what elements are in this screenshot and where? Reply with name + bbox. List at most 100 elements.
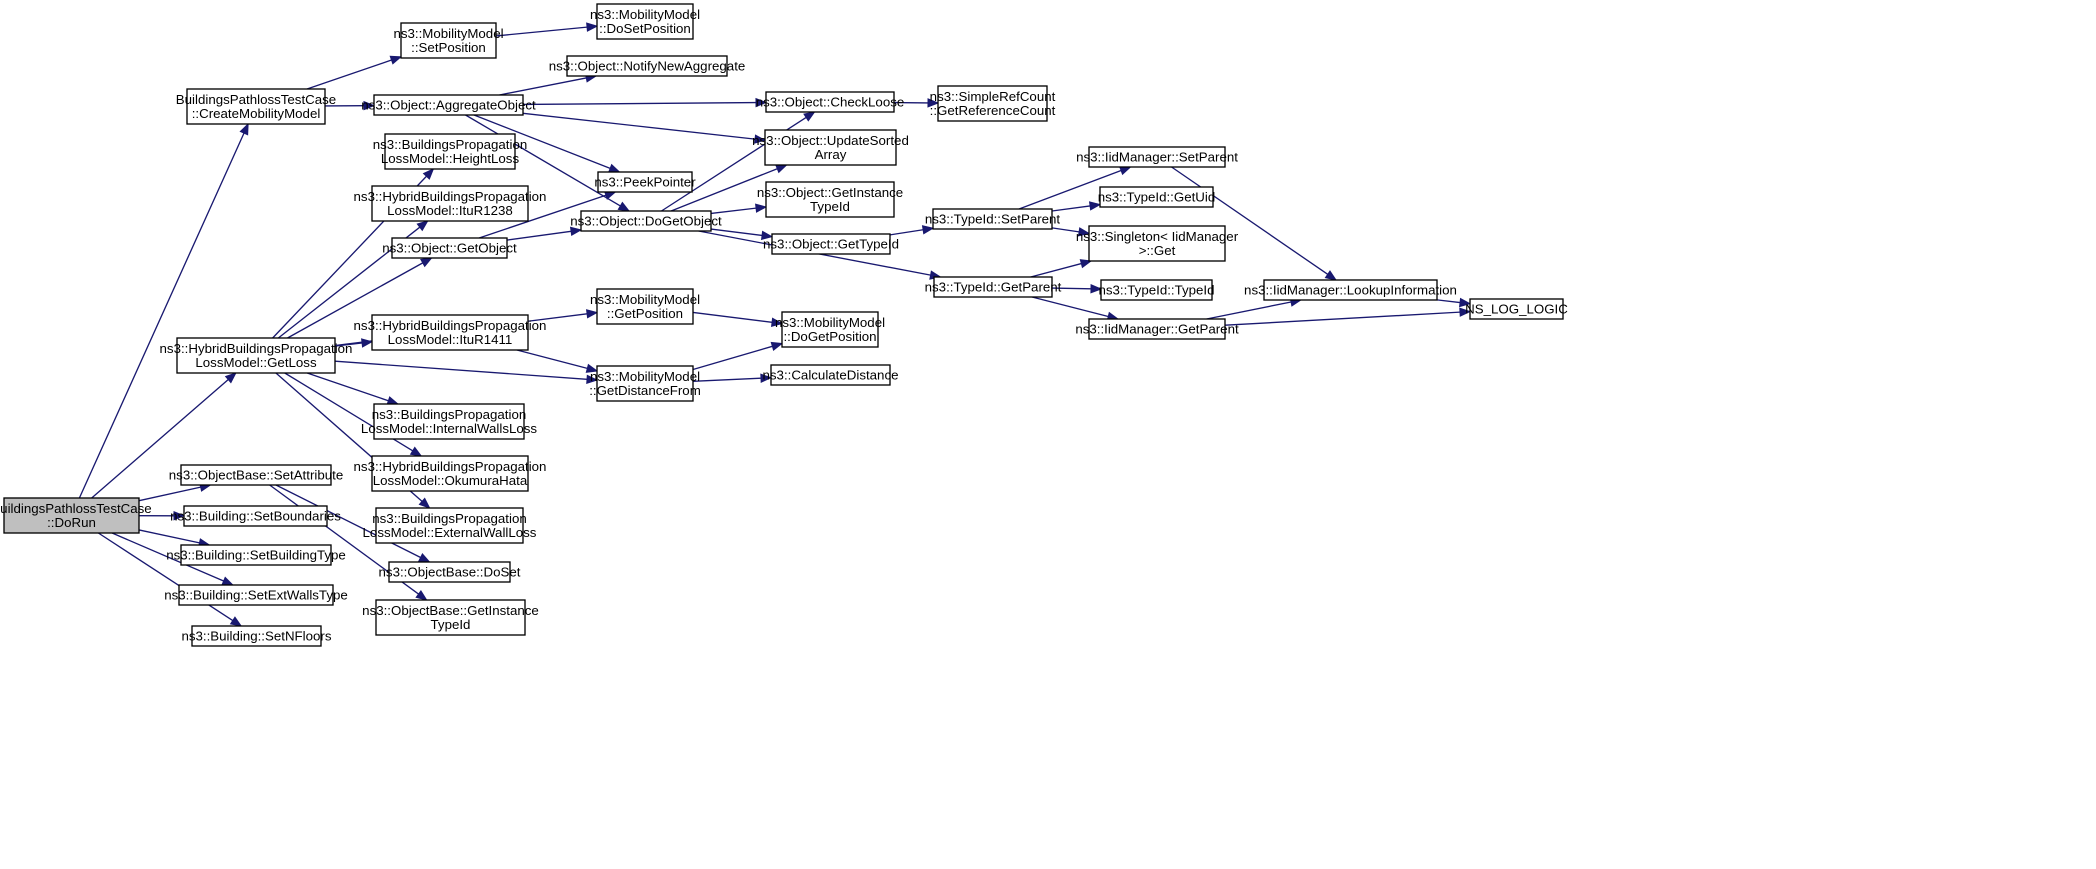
node-label-line: ::CreateMobilityModel xyxy=(192,106,321,121)
edge-line xyxy=(275,484,421,559)
node-dogetobject[interactable]: ns3::Object::DoGetObject xyxy=(570,210,722,232)
edge-arrowhead xyxy=(224,372,237,384)
node-box xyxy=(388,561,511,583)
node-tidsetparent[interactable]: ns3::TypeId::SetParent xyxy=(925,208,1061,230)
edge-line xyxy=(889,229,924,236)
node-box xyxy=(371,455,529,492)
edge-arrowhead xyxy=(361,338,374,348)
node-label-line: ::GetDistanceFrom xyxy=(589,383,701,398)
node-notifyagg[interactable]: ns3::Object::NotifyNewAggregate xyxy=(549,55,746,77)
node-setattr[interactable]: ns3::ObjectBase::SetAttribute xyxy=(169,464,343,486)
node-dorun[interactable]: BuildingsPathlossTestCase::DoRun xyxy=(0,497,152,534)
node-lookup[interactable]: ns3::IidManager::LookupInformation xyxy=(1244,279,1457,301)
edge-arrowhead xyxy=(422,168,435,180)
edge-aggregate-to-dogetobject xyxy=(465,114,631,212)
node-aggregate[interactable]: ns3::Object::AggregateObject xyxy=(361,94,536,116)
node-mmgetpos[interactable]: ns3::MobilityModel::GetPosition xyxy=(590,288,700,325)
edge-arrowhead xyxy=(418,497,431,509)
node-box xyxy=(180,464,332,486)
node-box xyxy=(932,208,1053,230)
node-hybridgetloss[interactable]: ns3::HybridBuildingsPropagationLossModel… xyxy=(160,337,353,374)
node-internalwalls[interactable]: ns3::BuildingsPropagationLossModel::Inte… xyxy=(361,403,537,440)
node-label-line: ns3::MobilityModel xyxy=(393,26,503,41)
node-label-line: ns3::MobilityModel xyxy=(775,315,885,330)
edge-line xyxy=(1224,311,1461,326)
node-box xyxy=(771,233,891,255)
node-tidgetuid[interactable]: ns3::TypeId::GetUid xyxy=(1098,186,1216,208)
node-box xyxy=(180,544,332,566)
node-checkloose[interactable]: ns3::Object::CheckLoose xyxy=(756,91,905,113)
node-mmdogetpos[interactable]: ns3::MobilityModel::DoGetPosition xyxy=(775,311,885,348)
node-iidsetparent[interactable]: ns3::IidManager::SetParent xyxy=(1076,146,1238,168)
edge-arrowhead xyxy=(755,97,768,108)
edge-line xyxy=(506,230,572,241)
node-box xyxy=(1088,318,1226,340)
edge-arrowhead xyxy=(755,203,768,213)
edge-line xyxy=(670,168,778,212)
node-createmob[interactable]: BuildingsPathlossTestCase::CreateMobilit… xyxy=(176,88,336,125)
node-label-line: LossModel::GetLoss xyxy=(195,355,317,370)
node-setbuildingtype[interactable]: ns3::Building::SetBuildingType xyxy=(166,544,346,566)
edge-arrowhead xyxy=(415,589,428,601)
node-nslog[interactable]: NS_LOG_LOGIC xyxy=(1465,298,1568,320)
node-box xyxy=(373,403,525,440)
node-label-line: ns3::TypeId::GetParent xyxy=(925,280,1062,295)
edge-arrowhead xyxy=(239,122,249,136)
edge-line xyxy=(306,59,392,90)
edge-createmob-to-aggregate xyxy=(324,100,376,111)
edge-arrowhead xyxy=(569,226,583,237)
node-box xyxy=(1469,298,1564,320)
node-label-line: ns3::BuildingsPropagation xyxy=(372,511,527,526)
edge-line xyxy=(1051,287,1092,290)
node-itur1238[interactable]: ns3::HybridBuildingsPropagationLossModel… xyxy=(354,185,547,222)
node-objgettypeid[interactable]: ns3::Object::GetTypeId xyxy=(763,233,899,255)
node-itur1411[interactable]: ns3::HybridBuildingsPropagationLossModel… xyxy=(354,314,547,351)
edge-arrowhead xyxy=(1324,270,1338,281)
node-label-line: ns3::ObjectBase::GetInstance xyxy=(362,603,539,618)
edge-arrowhead xyxy=(1459,297,1472,308)
node-label-line: LossModel::ItuR1238 xyxy=(387,203,513,218)
node-label-line: ns3::Object::CheckLoose xyxy=(756,95,905,110)
node-heightloss[interactable]: ns3::BuildingsPropagationLossModel::Heig… xyxy=(373,133,528,170)
edge-arrowhead xyxy=(585,363,599,373)
edge-objgettypeid-to-tidsetparent xyxy=(889,225,935,236)
node-mmgetdist[interactable]: ns3::MobilityModel::GetDistanceFrom xyxy=(589,365,701,402)
edge-arrowhead xyxy=(770,341,784,352)
node-label-line: ns3::TypeId::GetUid xyxy=(1098,190,1216,205)
node-peekpointer[interactable]: ns3::PeekPointer xyxy=(594,171,696,193)
node-doset[interactable]: ns3::ObjectBase::DoSet xyxy=(379,561,521,583)
node-setboundaries[interactable]: ns3::Building::SetBoundaries xyxy=(170,505,341,527)
node-singleton[interactable]: ns3::Singleton< IidManager >::Get xyxy=(1076,225,1239,262)
edge-dorun-to-createmob xyxy=(78,122,249,499)
node-tidgetparent[interactable]: ns3::TypeId::GetParent xyxy=(925,276,1062,298)
node-label-line: Array xyxy=(815,147,847,162)
edge-line xyxy=(111,532,224,582)
node-mmsetpos[interactable]: ns3::MobilityModel::SetPosition xyxy=(393,22,504,59)
node-setnfloors[interactable]: ns3::Building::SetNFloors xyxy=(181,625,332,647)
node-box xyxy=(1263,279,1438,301)
edge-dorun-to-setbuildingtype xyxy=(138,529,211,548)
node-mmdosetpos[interactable]: ns3::MobilityModel::DoSetPosition xyxy=(590,3,700,40)
node-box xyxy=(1088,146,1226,168)
node-refcount[interactable]: ns3::SimpleRefCount::GetReferenceCount xyxy=(930,85,1056,122)
node-calcdist[interactable]: ns3::CalculateDistance xyxy=(763,364,899,386)
node-label-line: ns3::IidManager::GetParent xyxy=(1075,322,1239,337)
node-okumura[interactable]: ns3::HybridBuildingsPropagationLossModel… xyxy=(354,455,547,492)
node-externalwall[interactable]: ns3::BuildingsPropagationLossModel::Exte… xyxy=(363,507,537,544)
node-box xyxy=(1100,279,1213,301)
edge-arrowhead xyxy=(1090,284,1103,294)
node-label-line: ns3::Object::AggregateObject xyxy=(361,98,536,113)
edge-line xyxy=(334,342,363,347)
node-label-line: ns3::HybridBuildingsPropagation xyxy=(354,189,547,204)
node-iidgetparent[interactable]: ns3::IidManager::GetParent xyxy=(1075,318,1239,340)
node-getobject[interactable]: ns3::Object::GetObject xyxy=(382,237,517,259)
node-box xyxy=(371,185,529,222)
edge-line xyxy=(1051,205,1091,212)
node-tidtypeid[interactable]: ns3::TypeId::TypeId xyxy=(1098,279,1215,301)
node-setextwalls[interactable]: ns3::Building::SetExtWallsType xyxy=(164,584,348,606)
edge-aggregate-to-checkloose xyxy=(522,97,768,108)
edge-arrowhead xyxy=(1088,201,1102,211)
